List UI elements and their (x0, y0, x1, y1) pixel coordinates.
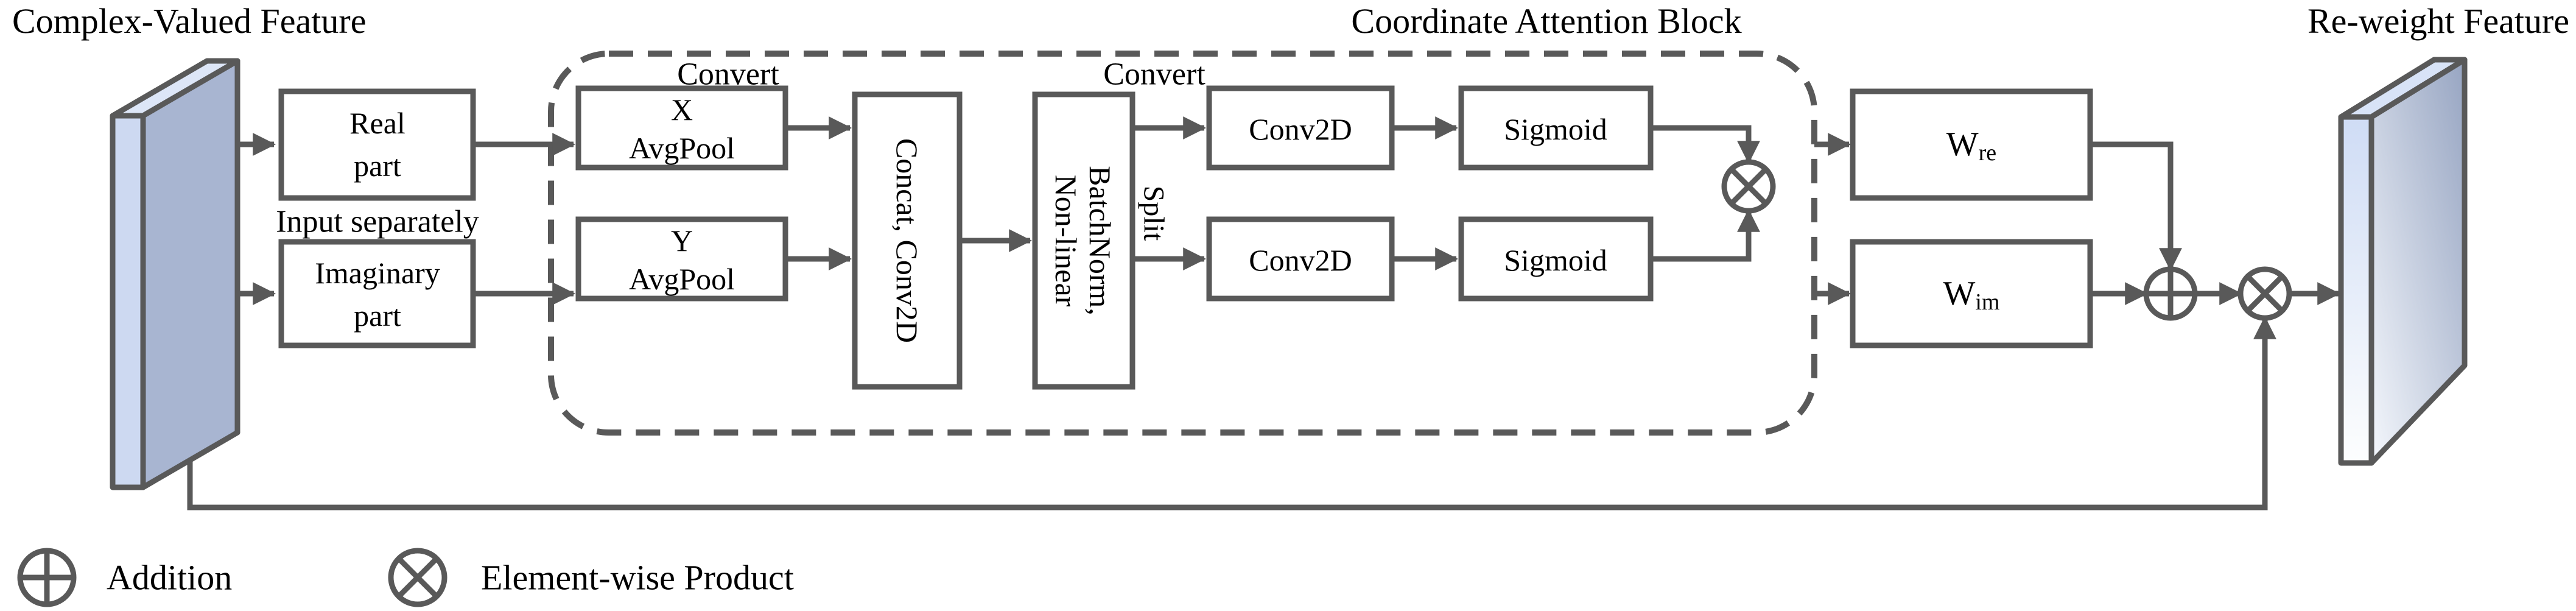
batchnorm-label-line1: BatchNorm, (1083, 166, 1117, 316)
elementwise-product-icon (2237, 266, 2292, 321)
batchnorm-label-line2: Non-linear (1049, 175, 1083, 307)
node-conv2d-bottom: Conv2D (1206, 216, 1395, 302)
sigmoid-top-box (1458, 85, 1654, 171)
connector-sigmoid-top-to-product (1651, 125, 1760, 164)
imaginary-part-box (278, 239, 476, 348)
reweight-feature-slab (2338, 57, 2468, 466)
w-re-label: Wre (1946, 125, 1996, 166)
node-y-avgpool: Y AvgPool (575, 216, 788, 302)
legend-addition-label: Addition (107, 558, 232, 598)
split-label: Split (1138, 186, 1170, 241)
node-batchnorm-nonlinear: BatchNorm, Non-linear (1032, 91, 1135, 390)
x-avgpool-box (575, 85, 788, 171)
slab-main-face (140, 58, 240, 490)
node-sigmoid-top: Sigmoid (1458, 85, 1654, 171)
y-avgpool-label-line1: Y (671, 224, 693, 258)
elementwise-product-icon (388, 548, 447, 607)
node-concat-conv2d: Concat, Conv2D (852, 91, 963, 390)
y-avgpool-box (575, 216, 788, 302)
conv2d-top-label: Conv2D (1249, 112, 1352, 146)
concat-conv2d-label: Concat, Conv2D (890, 138, 924, 343)
title-coordinate-attention-block: Coordinate Attention Block (1351, 1, 1741, 41)
node-x-avgpool: X AvgPool (575, 85, 788, 171)
complex-feature-slab (110, 58, 240, 490)
slab-main-face (2368, 57, 2468, 466)
addition-icon (2143, 266, 2198, 321)
node-conv2d-top: Conv2D (1206, 85, 1395, 171)
convert-label-norm: Convert (1103, 57, 1206, 92)
addition-icon (17, 548, 77, 607)
slab-front-face (110, 113, 146, 490)
real-part-label-line1: Real (349, 106, 405, 140)
connector-wre-to-addition (2090, 141, 2182, 272)
node-real-part: Real part (278, 88, 476, 201)
imaginary-part-label-line1: Imaginary (315, 256, 440, 290)
legend: Addition Element-wise Product (17, 548, 794, 607)
connector-sigmoid-bottom-to-product (1651, 208, 1760, 262)
node-w-im: Wim (1850, 239, 2093, 348)
elementwise-product-icon (1721, 159, 1776, 214)
convert-label-pool: Convert (677, 57, 779, 92)
conv2d-top-box (1206, 85, 1395, 171)
real-part-box (278, 88, 476, 201)
sigmoid-bottom-label: Sigmoid (1504, 243, 1607, 277)
title-complex-valued-feature: Complex-Valued Feature (12, 1, 366, 41)
conv2d-bottom-label: Conv2D (1249, 243, 1352, 277)
node-sigmoid-bottom: Sigmoid (1458, 216, 1654, 302)
legend-elementwise-product-label: Element-wise Product (481, 558, 794, 598)
connector-skip-feature-to-product (187, 316, 2276, 510)
input-separately-label: Input separately (276, 205, 479, 239)
node-w-re: Wre (1850, 88, 2093, 201)
real-part-label-line2: part (354, 149, 401, 183)
conv2d-bottom-box (1206, 216, 1395, 302)
node-imaginary-part: Imaginary part (278, 239, 476, 348)
slab-front-face (2338, 114, 2374, 466)
imaginary-part-label-line2: part (354, 298, 401, 333)
w-im-box (1850, 239, 2093, 348)
x-avgpool-label-line2: AvgPool (629, 131, 735, 165)
connectors (187, 116, 2341, 510)
sigmoid-bottom-box (1458, 216, 1654, 302)
attention-block-dashed-border (548, 51, 1817, 436)
batchnorm-box (1032, 91, 1135, 390)
w-im-label: Wim (1943, 275, 2000, 315)
sigmoid-top-label: Sigmoid (1504, 112, 1607, 146)
y-avgpool-label-line2: AvgPool (629, 262, 735, 296)
title-reweight-feature: Re-weight Feature (2308, 1, 2569, 41)
x-avgpool-label-line1: X (671, 93, 693, 127)
w-re-box (1850, 88, 2093, 201)
concat-conv2d-box (852, 91, 963, 390)
